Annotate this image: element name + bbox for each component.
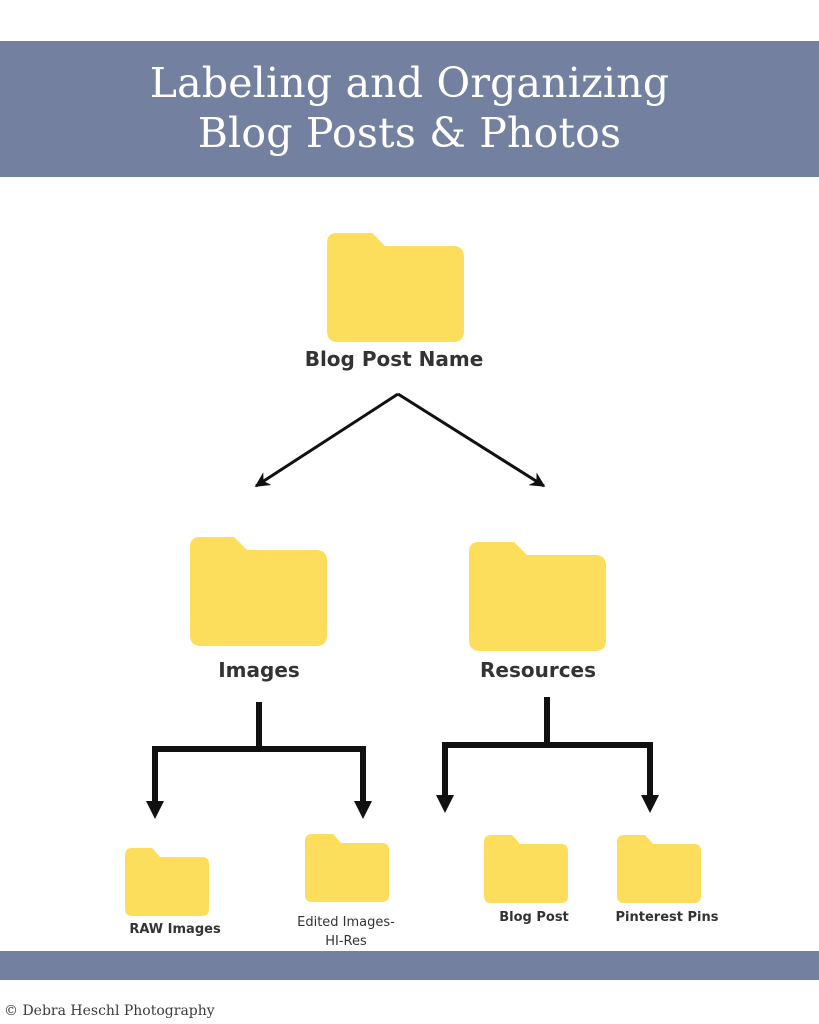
folder-icon bbox=[305, 834, 389, 902]
page-title: Labeling and Organizing Blog Posts & Pho… bbox=[0, 58, 819, 158]
raw-images-folder-label: RAW Images bbox=[129, 922, 221, 937]
folder-icon bbox=[469, 542, 606, 651]
resources-folder-label: Resources bbox=[479, 658, 597, 682]
raw-images-folder-icon bbox=[125, 848, 209, 916]
footer-band bbox=[0, 951, 819, 980]
root-branch-arrows bbox=[254, 392, 546, 488]
blog-post-folder-label: Blog Post bbox=[499, 910, 569, 925]
arrow-to-images bbox=[254, 392, 399, 488]
images-folder-icon bbox=[190, 537, 327, 646]
folder-icon bbox=[327, 233, 464, 342]
root-folder-label: Blog Post Name bbox=[304, 347, 484, 371]
arrow-to-edited-images bbox=[354, 801, 372, 819]
edited-images-label-line-2: HI-Res bbox=[325, 934, 367, 949]
pinterest-pins-folder-icon bbox=[617, 835, 701, 903]
root-folder-icon bbox=[327, 233, 464, 342]
folder-icon bbox=[484, 835, 568, 903]
arrow-to-resources bbox=[397, 392, 546, 488]
arrow-to-blog-post bbox=[436, 795, 454, 813]
images-branch-arrowheads bbox=[146, 801, 372, 819]
images-branch-connector bbox=[152, 702, 366, 804]
arrow-to-pinterest-pins bbox=[641, 795, 659, 813]
title-line-1: Labeling and Organizing bbox=[149, 59, 670, 107]
pinterest-pins-folder-label: Pinterest Pins bbox=[615, 910, 719, 925]
header-band bbox=[0, 41, 819, 177]
edited-images-folder-icon bbox=[305, 834, 389, 902]
edited-images-label-line-1: Edited Images- bbox=[297, 915, 395, 930]
edited-images-folder-label: Edited Images- HI-Res bbox=[297, 913, 395, 951]
folder-icon bbox=[617, 835, 701, 903]
arrow-to-raw-images bbox=[146, 801, 164, 819]
copyright-credit: © Debra Heschl Photography bbox=[4, 1003, 215, 1019]
folder-icon bbox=[190, 537, 327, 646]
resources-branch-connector bbox=[442, 697, 653, 798]
resources-folder-icon bbox=[469, 542, 606, 651]
resources-branch-arrowheads bbox=[436, 795, 659, 813]
folder-icon bbox=[125, 848, 209, 916]
blog-post-folder-icon bbox=[484, 835, 568, 903]
title-line-2: Blog Posts & Photos bbox=[197, 109, 622, 157]
images-folder-label: Images bbox=[218, 658, 300, 682]
